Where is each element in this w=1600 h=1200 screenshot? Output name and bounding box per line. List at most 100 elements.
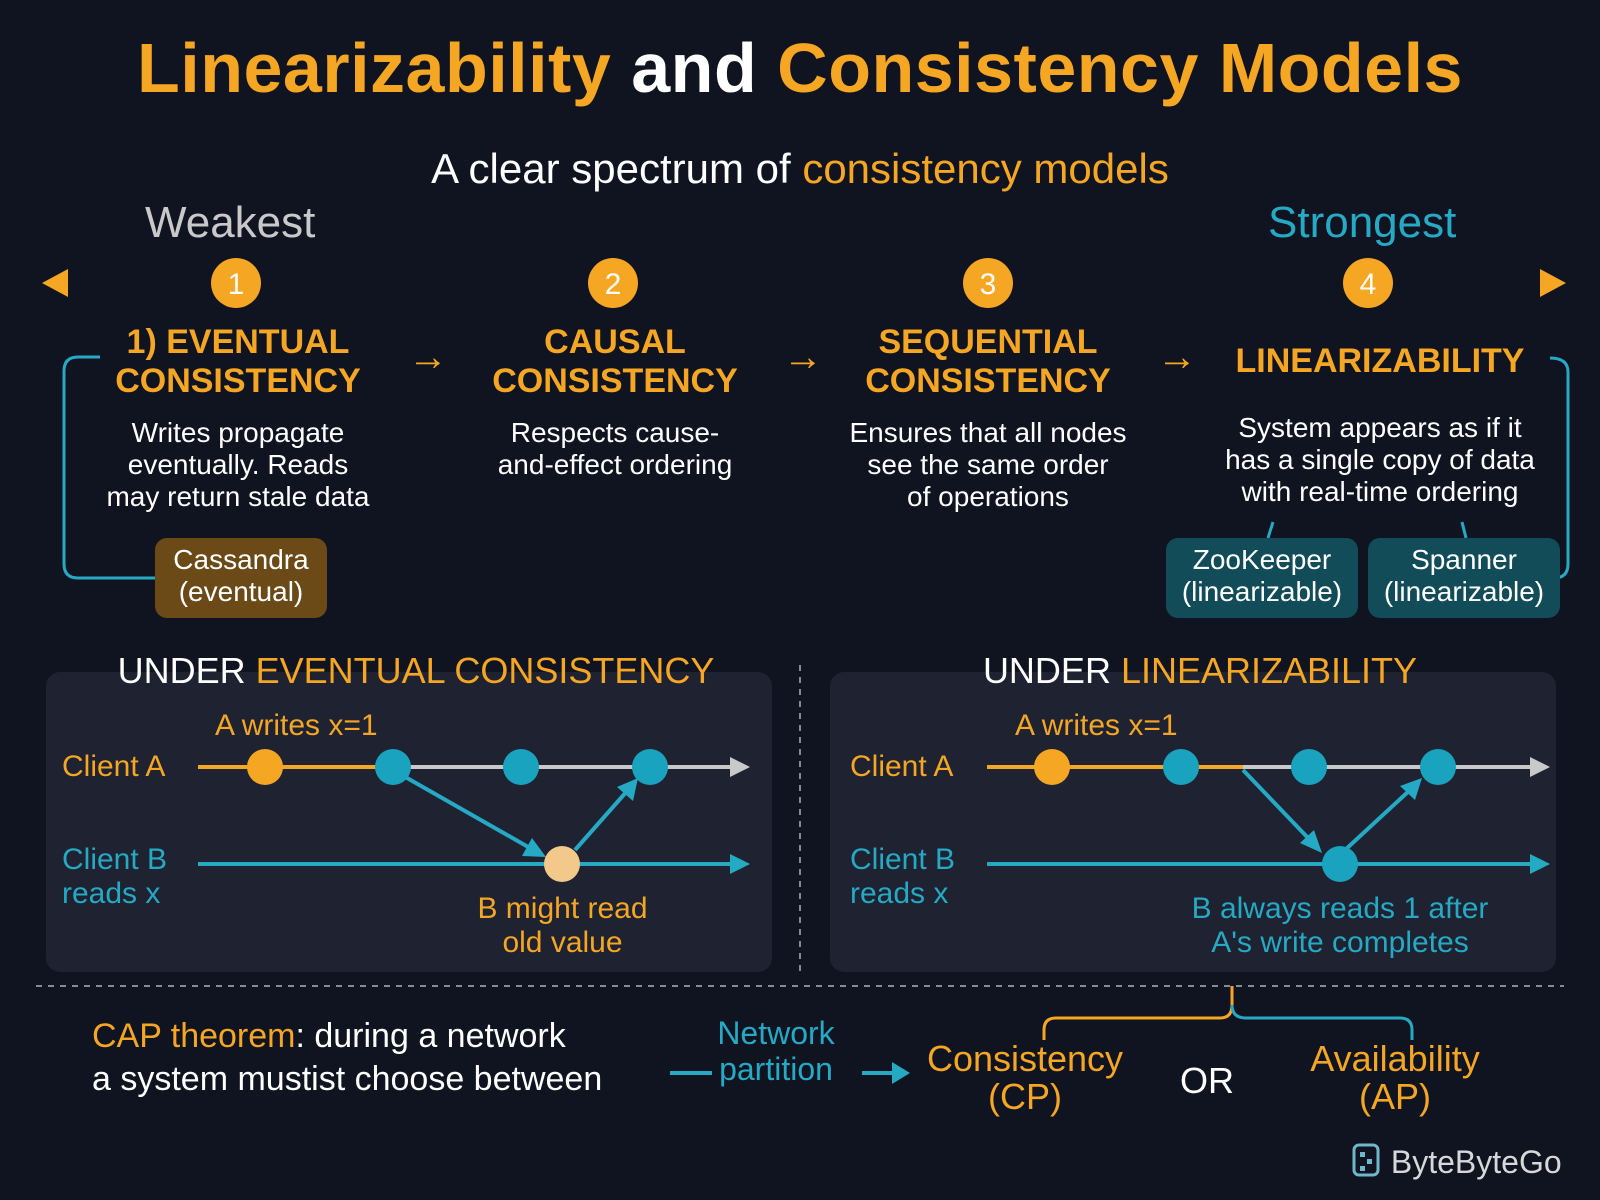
linear-panel-title-highlight: LINEARIZABILITY: [1120, 650, 1418, 691]
spanner-connector: [1460, 521, 1468, 539]
eventual-client-b-label: Client B reads x: [62, 843, 167, 911]
sequential-title-line2: CONSISTENCY: [865, 362, 1111, 400]
title-part3: Consistency Models: [777, 29, 1463, 107]
eventual-write-label: A writes x=1: [215, 709, 378, 742]
weakest-label: Weakest: [145, 198, 316, 247]
eventual-response-arrow: [573, 788, 630, 852]
linearizability-desc-line3: with real-time ordering: [1241, 476, 1519, 507]
ap-option: Availability (AP): [1290, 1040, 1500, 1116]
cp-option: Consistency (CP): [920, 1040, 1130, 1116]
subtitle-part2: consistency models: [802, 145, 1169, 192]
eventual-note: B might read old value: [430, 892, 695, 960]
partition-arrowhead: [892, 1062, 910, 1084]
sequential-title: SEQUENTIAL CONSISTENCY: [828, 323, 1148, 401]
linearizability-desc-line2: has a single copy of data: [1225, 444, 1535, 475]
sequential-desc-line2: see the same order: [867, 449, 1109, 480]
eventual-response-arrowhead: [617, 778, 638, 801]
page-title: Linearizability and Consistency Models: [0, 28, 1600, 108]
network-line1: Network: [717, 1015, 835, 1051]
eventual-panel-title-prefix: UNDER: [117, 650, 246, 691]
linear-panel-title: UNDER LINEARIZABILITY: [830, 650, 1570, 692]
linear-response-arrow: [1343, 788, 1412, 852]
cp-line2: (CP): [988, 1076, 1062, 1117]
linearizability-title: LINEARIZABILITY: [1235, 342, 1525, 380]
spectrum-marker-4: 4: [1343, 258, 1393, 308]
cap-line1: CAP theorem: during a network: [92, 1015, 602, 1058]
page-subtitle: A clear spectrum of consistency models: [0, 145, 1600, 193]
eventual-note-line1: B might read: [477, 892, 648, 925]
causal-description: Respects cause- and-effect ordering: [465, 417, 765, 481]
eventual-title: 1) EVENTUAL CONSISTENCY: [88, 323, 388, 401]
sequential-description: Ensures that all nodes see the same orde…: [828, 417, 1148, 513]
linear-client-a-event-2: [1291, 749, 1327, 785]
spectrum-marker-1: 1: [211, 258, 261, 308]
title-part1: Linearizability: [137, 29, 612, 107]
ap-line1: Availability: [1310, 1038, 1480, 1079]
causal-desc-line1: Respects cause-: [510, 417, 720, 448]
next-arrow-1: →: [408, 335, 448, 379]
sequential-desc-line3: of operations: [907, 481, 1069, 512]
axis-right-arrowhead: [1540, 269, 1566, 297]
linear-client-b-line1: Client B: [850, 843, 956, 876]
eventual-client-b-line2: reads x: [62, 877, 161, 910]
subtitle-part1: A clear spectrum of: [431, 145, 791, 192]
linear-panel-title-prefix: UNDER: [982, 650, 1111, 691]
eventual-client-a-event-3: [632, 749, 668, 785]
eventual-client-a-label: Client A: [62, 750, 166, 783]
eventual-timeline: [198, 749, 750, 882]
linear-propagation-arrowhead: [1300, 830, 1322, 853]
eventual-title-line2: CONSISTENCY: [115, 362, 361, 400]
spanner-model: (linearizable): [1383, 576, 1545, 607]
marker-1-label: 1: [228, 268, 245, 301]
linear-client-a-arrowhead: [1530, 757, 1550, 777]
causal-title-line1: CAUSAL: [544, 323, 686, 361]
model-sequential: SEQUENTIAL CONSISTENCY Ensures that all …: [828, 323, 1148, 513]
linearizability-scenario-panel: [830, 672, 1556, 972]
eventual-desc-line1: Writes propagate: [131, 417, 345, 448]
linear-client-a-event-3: [1420, 749, 1456, 785]
linearizability-description: System appears as if it has a single cop…: [1200, 412, 1560, 508]
cap-brace-ap: [1230, 1004, 1414, 1040]
eventual-panel-title: UNDER EVENTUAL CONSISTENCY: [46, 650, 786, 692]
network-partition-label: Network partition: [712, 1015, 840, 1087]
eventual-note-line2: old value: [502, 926, 623, 959]
model-linearizability: LINEARIZABILITY System appears as if it …: [1200, 342, 1560, 508]
network-line2: partition: [719, 1051, 833, 1087]
cassandra-badge: Cassandra (eventual): [155, 538, 327, 618]
model-eventual: 1) EVENTUAL CONSISTENCY Writes propagate…: [88, 323, 388, 513]
brand-mark: ByteByteGo: [1352, 1143, 1562, 1181]
eventual-client-a-event-1: [375, 749, 411, 785]
cap-line2: a system mustist choose between: [92, 1060, 603, 1098]
next-arrow-2: →: [783, 335, 823, 379]
model-causal: CAUSAL CONSISTENCY Respects cause- and-e…: [465, 323, 765, 481]
eventual-desc-line2: eventually. Reads: [127, 449, 349, 480]
eventual-write-point: [247, 749, 283, 785]
linear-client-a-label: Client A: [850, 750, 954, 783]
eventual-propagation-arrowhead: [522, 838, 546, 857]
spectrum-marker-2: 2: [588, 258, 638, 308]
marker-4-label: 4: [1360, 268, 1377, 301]
eventual-panel-title-highlight: EVENTUAL CONSISTENCY: [255, 650, 715, 691]
spanner-name: Spanner: [1411, 544, 1517, 575]
sequential-desc-line1: Ensures that all nodes: [849, 417, 1127, 448]
next-arrow-3: →: [1157, 335, 1197, 379]
eventual-stale-read-point: [544, 846, 580, 882]
linear-timeline: [987, 749, 1550, 882]
linear-read-point: [1322, 846, 1358, 882]
cp-line1: Consistency: [926, 1038, 1124, 1079]
ap-line2: (AP): [1359, 1076, 1431, 1117]
causal-desc-line2: and-effect ordering: [497, 449, 733, 480]
linearizability-desc-line1: System appears as if it: [1238, 412, 1522, 443]
sequential-title-line1: SEQUENTIAL: [878, 323, 1098, 361]
eventual-title-line1: 1) EVENTUAL: [126, 323, 350, 361]
eventual-client-a-arrowhead: [730, 757, 750, 777]
marker-3-label: 3: [980, 268, 997, 301]
cap-line1-rest: : during a network: [295, 1017, 566, 1055]
causal-title: CAUSAL CONSISTENCY: [465, 323, 765, 401]
marker-2-label: 2: [605, 268, 622, 301]
linear-write-point: [1034, 749, 1070, 785]
eventual-bracket: [62, 355, 156, 580]
bytebytego-logo-icon: [1352, 1143, 1380, 1177]
eventual-client-b-line1: Client B: [62, 843, 168, 876]
linear-client-b-line2: reads x: [850, 877, 949, 910]
